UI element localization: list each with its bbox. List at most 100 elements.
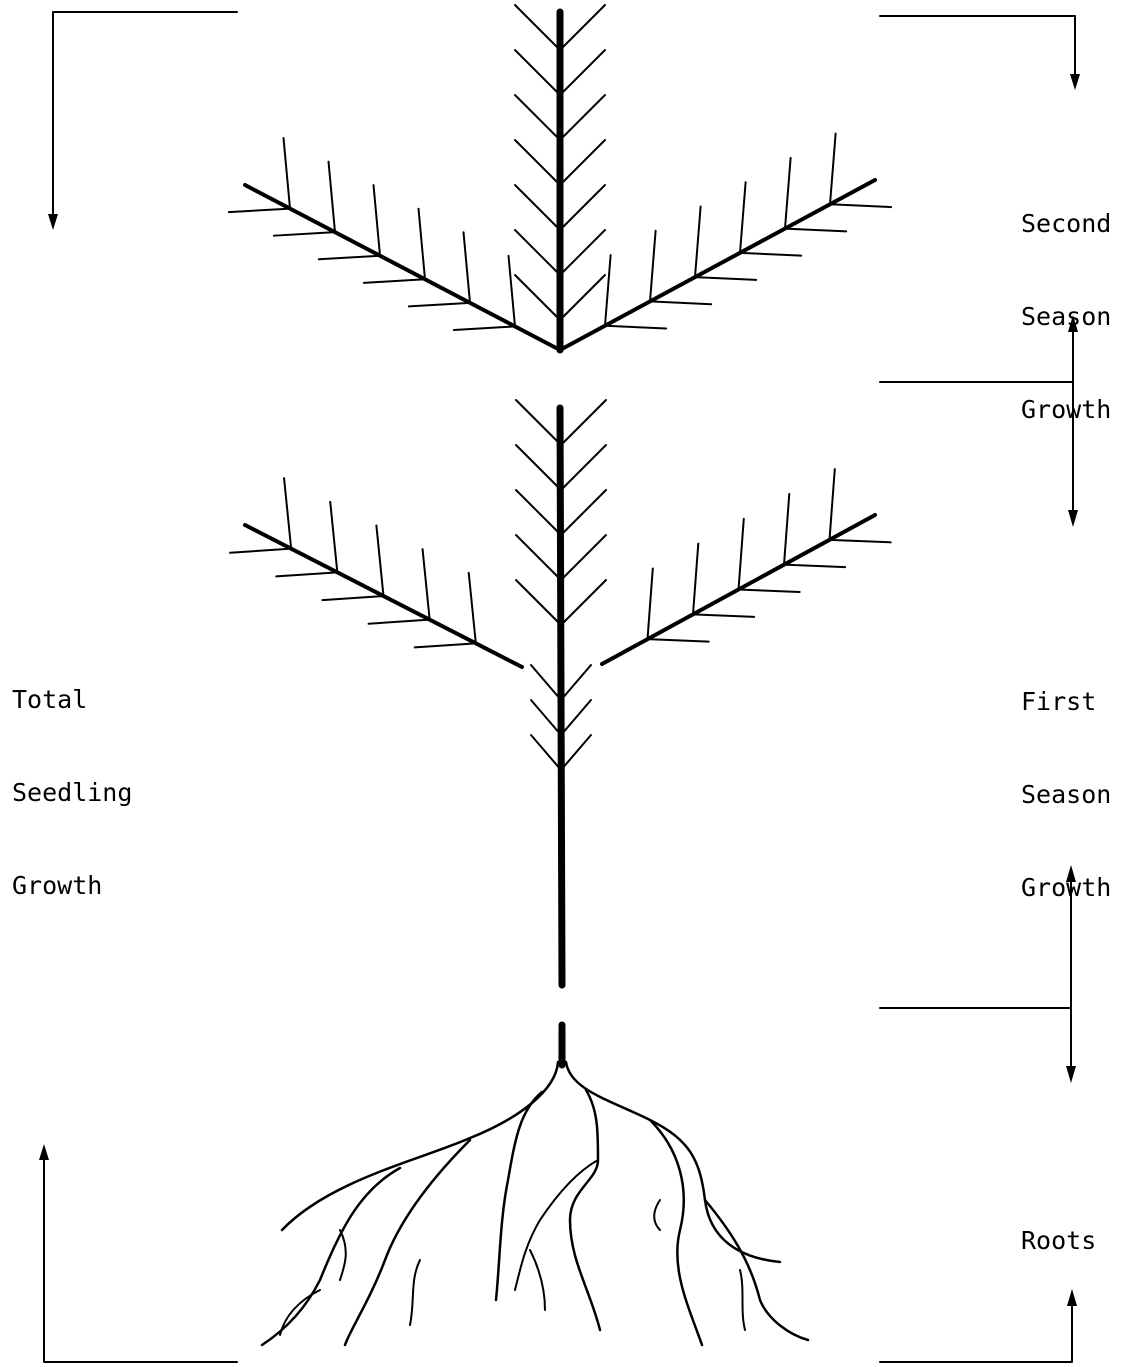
second-season-top-line xyxy=(880,16,1075,85)
first-season-left-branch-needle-upper xyxy=(284,478,291,549)
total-label-line-2: Seedling xyxy=(12,777,132,808)
first-season-lower-stem-needle-left xyxy=(531,700,561,735)
second-season-right-branch-needle-lower xyxy=(740,253,801,256)
second-season-right-branch-needle-upper xyxy=(650,231,656,302)
total-bottom-arrow-icon xyxy=(39,1144,49,1160)
second-season-stem-needle-left xyxy=(515,50,560,95)
first-season-left-branch-needle-upper xyxy=(330,502,337,573)
second-season-left-branch-needle-lower xyxy=(274,232,335,236)
first-season-stem-needle-left xyxy=(516,580,561,625)
roots-bracket xyxy=(880,865,1077,1362)
second-season-stem-needle-right xyxy=(560,230,605,275)
first-season-stem-needle-right xyxy=(561,535,606,580)
first-season-stem-needle-right xyxy=(561,400,606,445)
second-season-left-branch-needle-upper xyxy=(464,232,470,303)
second-season-left-branch-needle-upper xyxy=(329,162,335,233)
first-label-line-1: First xyxy=(1021,686,1111,717)
second-season-stem-needle-right xyxy=(560,50,605,95)
total-top-bracket-line xyxy=(53,12,237,225)
second-season-right-branch-needle-upper xyxy=(740,182,746,253)
first-season-right-branch-needle-lower xyxy=(739,590,800,592)
first-season-right-branch-needle-upper xyxy=(739,519,744,590)
first-label-line-2: Season xyxy=(1021,779,1111,810)
root-main-left xyxy=(282,1062,558,1230)
first-season-lower-stem-needle-left xyxy=(531,665,561,700)
second-season-right-branch-needle-lower xyxy=(695,277,756,280)
first-season-right-branch-needle-upper xyxy=(693,544,698,615)
first-season-right-branch-needle-upper xyxy=(648,568,653,639)
total-seedling-growth-label: Total Seedling Growth xyxy=(12,622,132,932)
first-season-left-branch-needle-lower xyxy=(230,549,291,553)
second-season-stem-needle-left xyxy=(515,5,560,50)
first-season-right-branch-needle-lower xyxy=(830,540,891,542)
second-season-top-arrow-icon xyxy=(1070,74,1080,90)
second-season-stem-needle-right xyxy=(560,95,605,140)
root-fine-3 xyxy=(340,1230,346,1280)
second-season-growth-label: Second Season Growth xyxy=(1021,146,1111,456)
first-season-left-branch-needle-upper xyxy=(376,525,383,596)
second-season-left-branch-needle-upper xyxy=(284,138,290,209)
first-season-stem-needle-left xyxy=(516,490,561,535)
second-season-right-branch-needle-upper xyxy=(695,206,701,277)
first-season-right-branch-needle-lower xyxy=(693,614,754,616)
first-season-stem-needle-right xyxy=(561,490,606,535)
root-fine-6 xyxy=(740,1270,745,1330)
second-season-stem-needle-left xyxy=(515,230,560,275)
second-season-right-branch-needle-lower xyxy=(830,204,891,207)
root-fine-5 xyxy=(654,1200,660,1230)
first-season-left-branch-needle-upper xyxy=(469,573,476,644)
root-system xyxy=(262,1025,808,1345)
first-season-left-branch-needle-lower xyxy=(369,620,430,624)
first-season-stem xyxy=(560,408,562,985)
second-season-right-branch-needle-upper xyxy=(830,134,836,205)
second-season-right-branch-needle-lower xyxy=(650,301,711,304)
second-season-left-branch-needle-upper xyxy=(509,256,515,327)
second-season-left-branch-needle-lower xyxy=(454,326,515,330)
first-season-top-arrow-icon xyxy=(1068,510,1078,527)
root-fine-4 xyxy=(530,1250,545,1310)
second-season-stem-needle-right xyxy=(560,185,605,230)
first-season-shoot xyxy=(230,400,891,985)
second-season-left-branch-needle-lower xyxy=(409,303,470,307)
second-label-line-1: Second xyxy=(1021,208,1111,239)
root-center-right xyxy=(570,1090,600,1330)
first-season-stem-needle-left xyxy=(516,445,561,490)
second-season-stem-needle-left xyxy=(515,95,560,140)
second-season-left-branch xyxy=(245,185,560,350)
second-season-stem-needle-left xyxy=(515,140,560,185)
first-season-lower-stem-needle-right xyxy=(561,700,591,735)
first-season-right-branch-needle-lower xyxy=(648,639,709,641)
total-bottom-bracket-line xyxy=(44,1150,237,1362)
second-season-right-branch-needle-lower xyxy=(605,326,666,329)
root-left-lateral xyxy=(345,1140,470,1345)
first-season-stem-needle-right xyxy=(561,445,606,490)
first-season-growth-label: First Season Growth xyxy=(1021,624,1111,934)
total-top-arrow-icon xyxy=(48,214,58,230)
first-season-left-branch-needle-upper xyxy=(423,549,430,620)
second-season-left-branch-needle-lower xyxy=(229,209,290,213)
root-fine-1 xyxy=(515,1160,598,1290)
second-season-bracket xyxy=(880,16,1080,90)
second-season-left-branch-needle-lower xyxy=(364,279,425,283)
first-label-line-3: Growth xyxy=(1021,872,1111,903)
first-season-right-branch-needle-upper xyxy=(784,494,789,565)
second-season-left-branch-needle-upper xyxy=(419,209,425,280)
total-label-line-3: Growth xyxy=(12,870,132,901)
second-label-line-2: Season xyxy=(1021,301,1111,332)
second-season-right-branch xyxy=(560,180,875,350)
second-season-shoot xyxy=(229,5,891,350)
roots-bottom-line xyxy=(880,1296,1072,1362)
first-season-stem-needle-left xyxy=(516,400,561,445)
root-far-right xyxy=(705,1200,808,1340)
second-label-line-3: Growth xyxy=(1021,394,1111,425)
second-season-stem-needle-left xyxy=(515,185,560,230)
first-season-lower-stem-needle-right xyxy=(561,735,591,770)
second-season-right-branch-needle-lower xyxy=(785,229,846,232)
roots-top-arrow-icon xyxy=(1066,1066,1076,1083)
first-season-left-branch-needle-lower xyxy=(322,596,383,600)
root-fine-2 xyxy=(410,1260,420,1325)
second-season-stem-needle-right xyxy=(560,140,605,185)
first-season-right-branch-needle-lower xyxy=(784,565,845,567)
second-season-stem-needle-right xyxy=(560,275,605,320)
